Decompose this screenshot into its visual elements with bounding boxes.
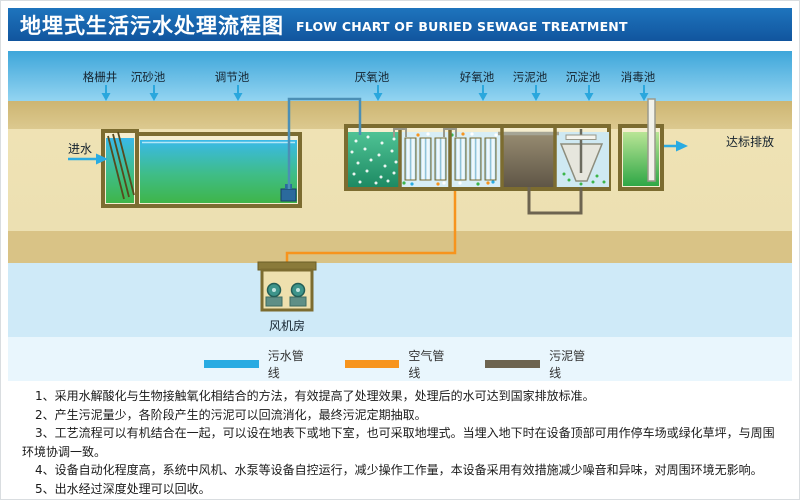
header-title-zh: 地埋式生活污水处理流程图 bbox=[20, 13, 284, 38]
blower-icon bbox=[265, 282, 283, 307]
note-line-2: 2、产生污泥量少，各阶段产生的污泥可以回流消化，最终污泥定期抽取。 bbox=[35, 407, 427, 422]
tank-label-sedimentation-tank: 沉淀池 bbox=[565, 70, 601, 84]
media-blocks-icon bbox=[404, 137, 497, 181]
diagram: 格栅井 沉砂池 调节池 厌氧池 好氧池 污泥池 沉淀池 消毒池 进水 达标排放 … bbox=[8, 41, 792, 381]
sludge-tank bbox=[502, 132, 555, 187]
sludge-pipe bbox=[527, 187, 583, 215]
regulating-tank bbox=[135, 132, 302, 208]
arrow-down-icon bbox=[478, 85, 488, 101]
grating-grit-tank bbox=[101, 129, 139, 208]
header: 地埋式生活污水处理流程图 FLOW CHART OF BURIED SEWAGE… bbox=[8, 8, 792, 41]
bio-treatment-tanks bbox=[344, 124, 611, 191]
blower-icon bbox=[289, 282, 307, 307]
sewage-transfer-pipe bbox=[287, 97, 362, 189]
legend-label-sewage: 污水管线 bbox=[267, 349, 304, 380]
arrow-down-icon bbox=[531, 85, 541, 101]
inlet-label: 进水 bbox=[68, 142, 93, 156]
disinfection-tank bbox=[618, 98, 664, 191]
legend-swatch-sludge bbox=[485, 360, 541, 368]
note-line-4: 4、设备自动化程度高，系统中风机、水泵等设备自控运行，减少操作工作量，本设备采用… bbox=[35, 463, 763, 477]
bubbles-icon bbox=[350, 135, 398, 185]
outlet-arrow-icon bbox=[664, 140, 688, 152]
tank-label-grit-chamber: 沉砂池 bbox=[130, 70, 166, 84]
arrow-down-icon bbox=[233, 85, 243, 101]
air-pipe bbox=[285, 191, 457, 262]
anaerobic-tank bbox=[348, 132, 400, 187]
aerobic-tank bbox=[400, 132, 502, 187]
arrow-down-icon bbox=[373, 85, 383, 101]
bubbles-icon bbox=[402, 132, 498, 186]
inlet-arrow-icon bbox=[68, 153, 108, 165]
diagram-canvas bbox=[68, 85, 688, 312]
arrow-down-icon bbox=[584, 85, 594, 101]
sedimentation-tank bbox=[555, 129, 609, 187]
outlet-label: 达标排放 bbox=[726, 135, 775, 149]
tank-label-disinfection-tank: 消毒池 bbox=[620, 70, 656, 84]
legend-item-sludge: 污泥管线 bbox=[485, 347, 596, 381]
bar-screen-icon bbox=[107, 131, 135, 200]
tank-label-regulating-tank: 调节池 bbox=[214, 70, 250, 84]
arrow-down-icon bbox=[639, 85, 649, 101]
tank-label-anaerobic-tank: 厌氧池 bbox=[354, 70, 390, 84]
arrow-down-icon bbox=[101, 85, 111, 101]
notes: 1、采用水解酸化与生物接触氧化相结合的方法，有效提高了处理效果，处理后的水可达到… bbox=[8, 387, 792, 498]
arrow-down-icon bbox=[149, 85, 159, 101]
legend-swatch-sewage bbox=[204, 360, 259, 368]
note-line-1: 1、采用水解酸化与生物接触氧化相结合的方法，有效提高了处理效果，处理后的水可达到… bbox=[35, 389, 595, 403]
overflow-connectors bbox=[393, 128, 457, 137]
outlet-standpipe-icon bbox=[647, 98, 656, 182]
header-title-en: FLOW CHART OF BURIED SEWAGE TREATMENT bbox=[296, 18, 628, 34]
note-line-5: 5、出水经过深度处理可以回收。 bbox=[35, 481, 211, 496]
bubbles-icon bbox=[562, 172, 606, 186]
legend-item-sewage: 污水管线 bbox=[204, 347, 315, 381]
legend-label-sludge: 污泥管线 bbox=[549, 349, 586, 380]
legend-item-air: 空气管线 bbox=[344, 347, 456, 381]
tank-label-grating-well: 格栅井 bbox=[82, 70, 118, 84]
note-line-3: 3、工艺流程可以有机结合在一起，可以设在地表下或地下室，也可采取地埋式。当埋入地… bbox=[22, 426, 775, 459]
tank-label-aerobic-tank: 好氧池 bbox=[459, 70, 495, 84]
legend-label-air: 空气管线 bbox=[408, 349, 445, 380]
fan-room-label: 风机房 bbox=[268, 319, 306, 333]
legend-swatch-air bbox=[344, 360, 400, 368]
tank-label-sludge-tank: 污泥池 bbox=[512, 70, 548, 84]
tank-dividers bbox=[398, 126, 557, 189]
stage-pointer-arrows bbox=[101, 85, 649, 101]
fan-room bbox=[257, 261, 317, 312]
legend: 污水管线 空气管线 污泥管线 bbox=[204, 347, 596, 381]
